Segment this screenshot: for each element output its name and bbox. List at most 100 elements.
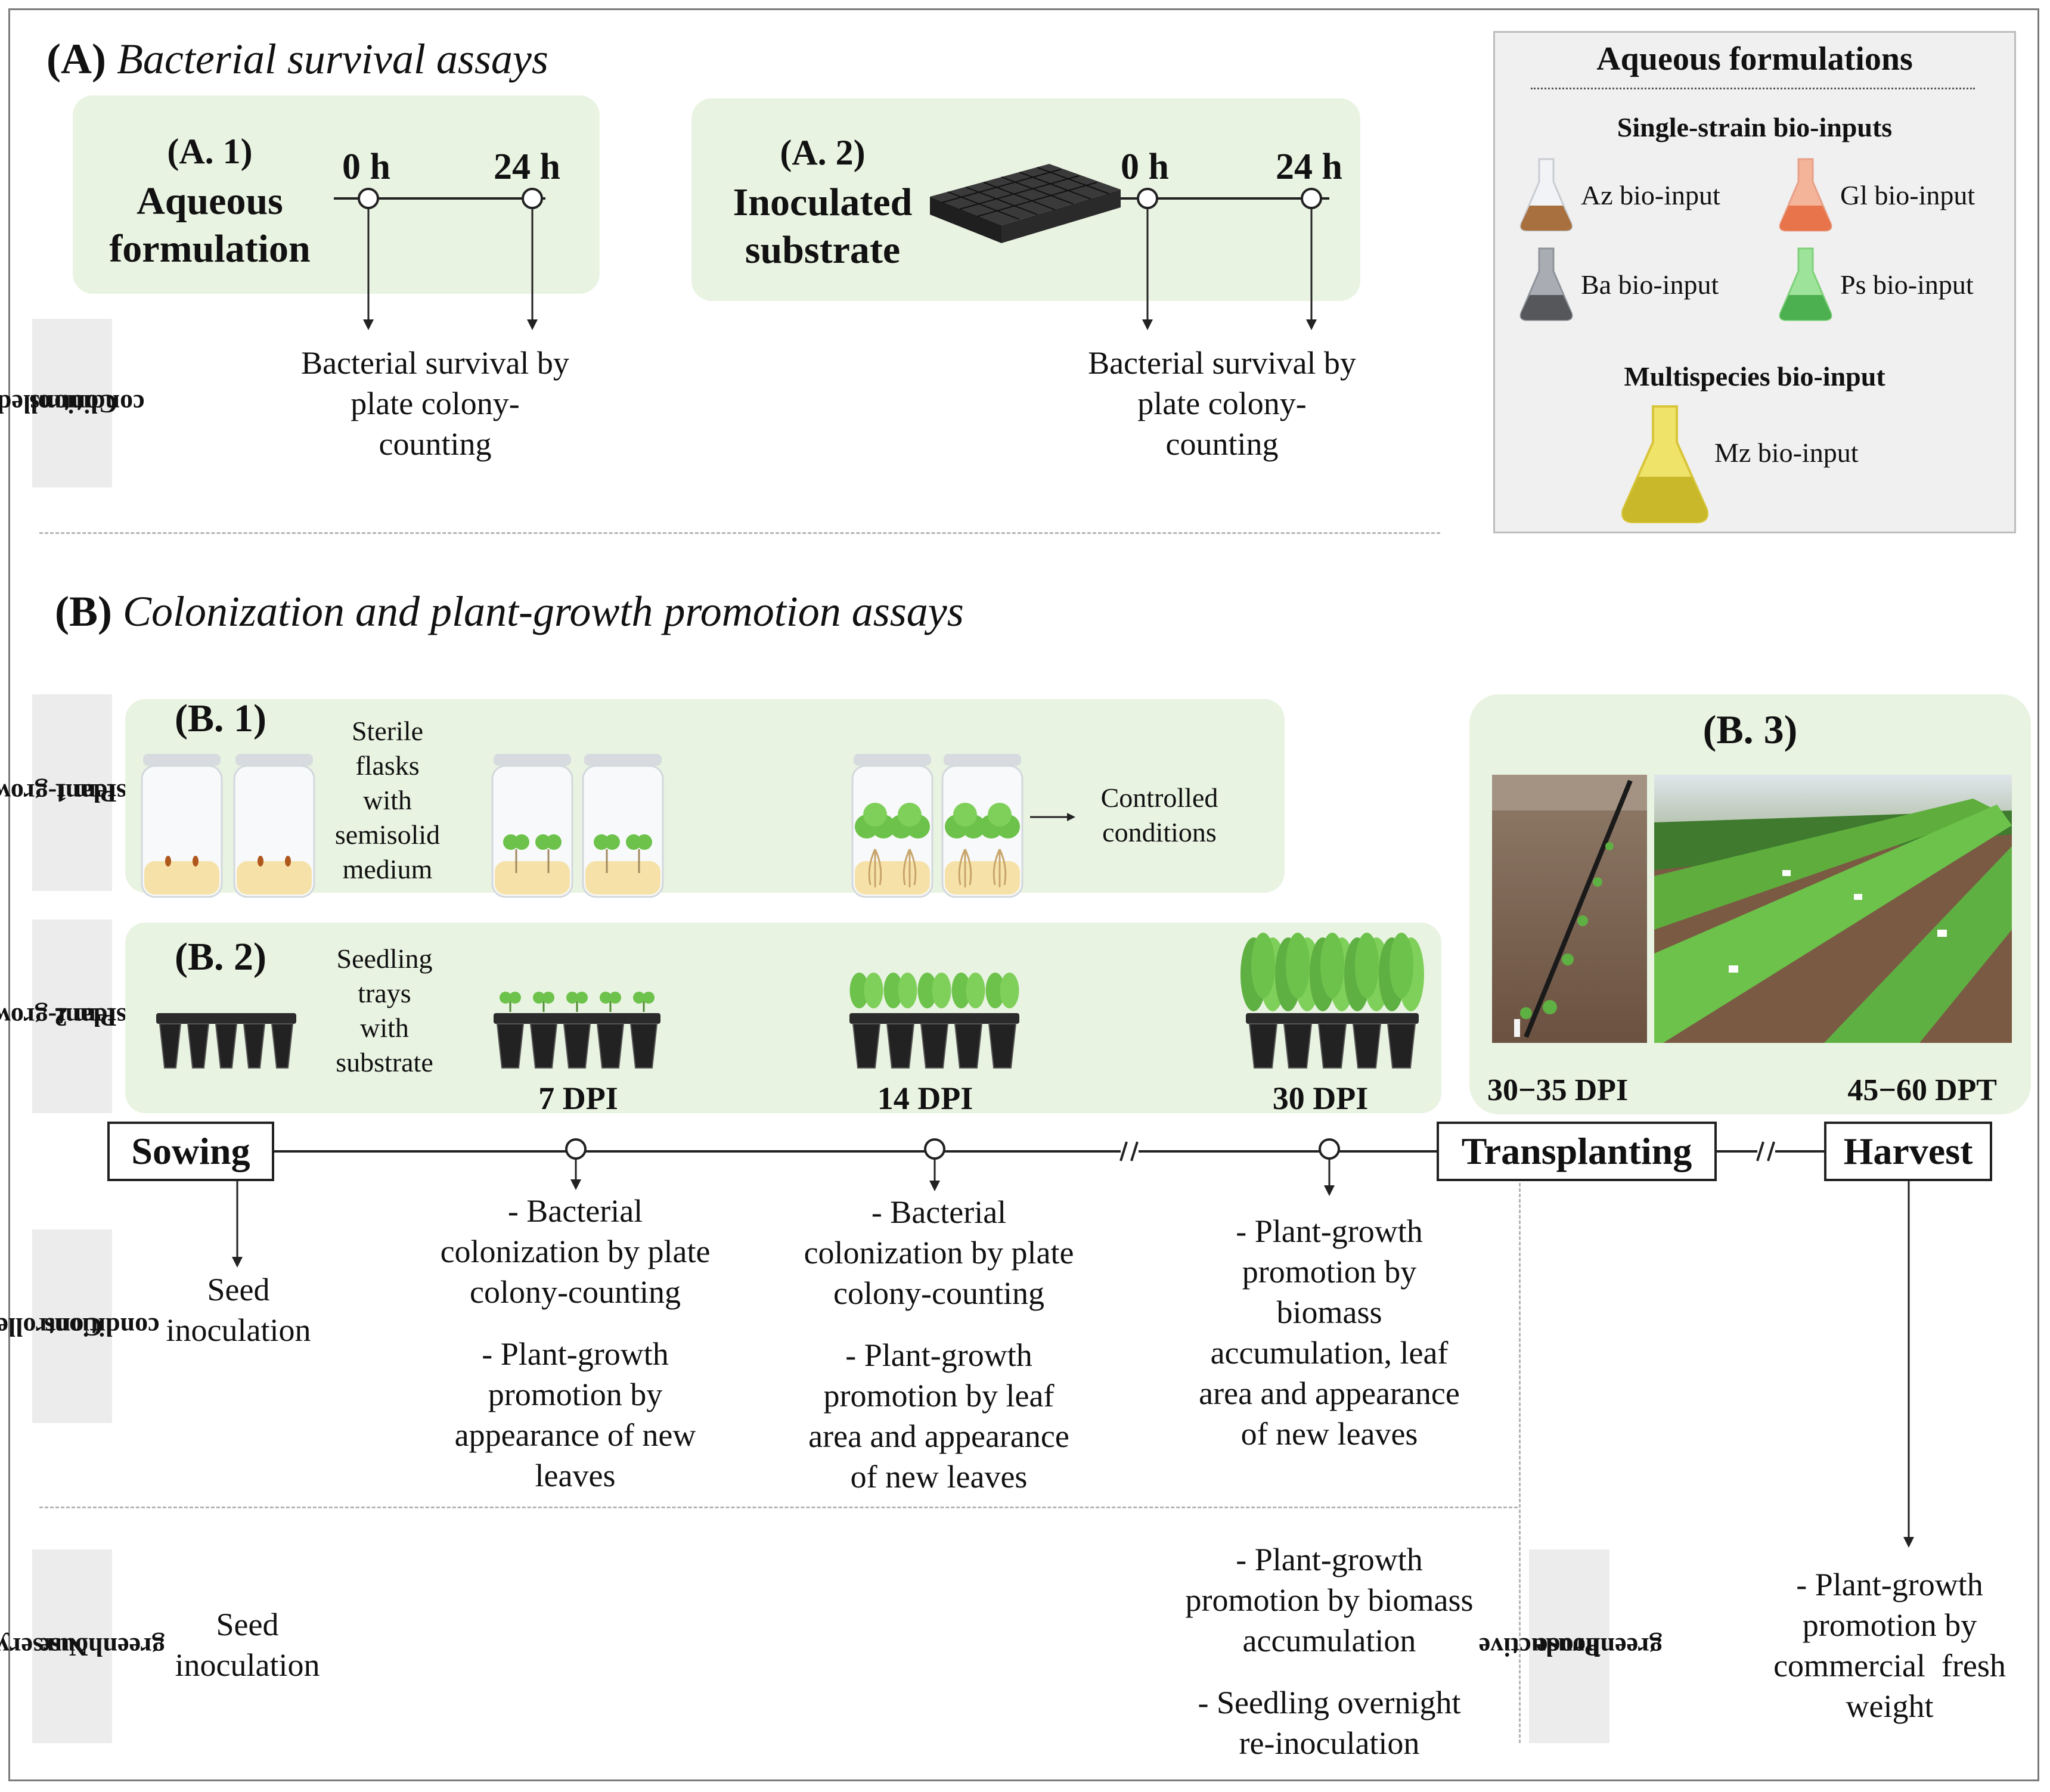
b3-caption-left: 30−35 DPI xyxy=(1487,1073,1629,1107)
b3-label: (B. 3) xyxy=(1702,707,1798,752)
b1-side-label: Plant-growthsystem 1 xyxy=(0,694,150,891)
seedling-tray-icon xyxy=(849,973,1019,1069)
a2-title-line: Inoculated xyxy=(733,181,913,224)
node-30dpi xyxy=(1319,1138,1340,1160)
nursery-30dpi-text: - Plant-growth promotion by biomass accu… xyxy=(1145,1539,1514,1763)
nursery-sowing-line: inoculation xyxy=(175,1647,320,1683)
productive-side-line: greenhouse xyxy=(1536,1632,1663,1661)
b1-arrow-text: Controlled conditions xyxy=(1073,781,1246,850)
nursery-sowing-line: Seed xyxy=(216,1607,279,1642)
controlled-30dpi-line: promotion by xyxy=(1242,1254,1417,1290)
controlled-7dpi-line: colonization by plate xyxy=(440,1234,711,1269)
legend-item-az: Az bio-input xyxy=(1519,158,1720,232)
a1-label: (A. 1) xyxy=(167,132,253,171)
productive-harvest-text: - Plant-growth promotion by commercial f… xyxy=(1741,1564,2039,1726)
a1-outcome-line: counting xyxy=(379,426,492,462)
a1-time-24h: 24 h xyxy=(494,147,560,187)
section-b-heading: Colonization and plant-growth promotion … xyxy=(122,588,964,635)
section-a-heading: Bacterial survival assays xyxy=(116,35,548,83)
jar-icon xyxy=(851,754,933,898)
controlled-30dpi-line: area and appearance xyxy=(1199,1375,1460,1411)
controlled-sowing-line: inoculation xyxy=(166,1312,311,1348)
a1-outcome-line: Bacterial survival by xyxy=(301,345,569,381)
node-7dpi xyxy=(565,1138,587,1160)
controlled-7dpi-line: appearance of new xyxy=(454,1417,696,1453)
divider-controlled-nursery xyxy=(39,1507,1518,1508)
a2-label: (A. 2) xyxy=(780,133,866,172)
section-a-title: (A) Bacterial survival assays xyxy=(46,35,548,84)
legend-item-ba: Ba bio-input xyxy=(1519,247,1719,322)
divider-a-b xyxy=(39,532,1440,534)
legend-divider xyxy=(1531,88,1975,89)
controlled-14dpi-line: colony-counting xyxy=(833,1275,1044,1311)
productive-harvest-line: commercial fresh xyxy=(1773,1648,2006,1684)
section-a-label: (A) xyxy=(46,35,106,83)
controlled-7dpi-line: colony-counting xyxy=(470,1274,681,1310)
productive-harvest-line: promotion by xyxy=(1802,1607,1977,1643)
seedling-tray-icon xyxy=(156,1013,296,1069)
legend-panel: Aqueous formulations Single-strain bio-i… xyxy=(1493,31,2016,533)
controlled-14dpi-line: promotion by leaf xyxy=(823,1378,1055,1414)
a1-title: Aqueous formulation xyxy=(85,178,335,273)
a2-outcome-line: counting xyxy=(1165,426,1279,462)
legend-item-ps: Ps bio-input xyxy=(1778,247,1974,322)
controlled-30dpi-line: biomass xyxy=(1276,1294,1382,1330)
a2-time-0h: 0 h xyxy=(1121,147,1169,187)
node-14dpi xyxy=(924,1138,945,1160)
legend-item-mz: Mz bio-input xyxy=(1620,405,1858,524)
b1-arrow-text-line: Controlled xyxy=(1100,782,1218,813)
controlled-14dpi-line: colonization by plate xyxy=(804,1235,1074,1271)
controlled-sowing-line: Seed xyxy=(207,1272,270,1307)
event-transplanting: Transplanting xyxy=(1437,1122,1717,1181)
controlled-14dpi-line: - Plant-growth xyxy=(845,1337,1032,1373)
b2-desc-line: trays xyxy=(358,978,411,1008)
a1-title-line: Aqueous xyxy=(137,179,283,223)
b1-arrow-head xyxy=(1067,813,1075,821)
a2-title-line: substrate xyxy=(745,228,901,272)
flask-icon-az xyxy=(1519,158,1573,232)
a2-outcome-line: Bacterial survival by xyxy=(1088,345,1356,381)
seedling-tray-icon xyxy=(494,992,660,1069)
legend-multi-title: Multispecies bio-input xyxy=(1624,361,1885,392)
productive-harvest-line: - Plant-growth xyxy=(1796,1567,1983,1602)
b1-description: Sterile flasks with semisolid medium xyxy=(310,714,465,887)
controlled-7dpi-line: leaves xyxy=(535,1458,616,1493)
legend-label-ba: Ba bio-input xyxy=(1581,269,1719,300)
flask-icon-mz xyxy=(1621,405,1708,523)
section-b-label: (B) xyxy=(55,588,112,635)
controlled-sowing-text: Seed inoculation xyxy=(137,1269,340,1350)
controlled-30dpi-line: - Plant-growth xyxy=(1236,1213,1423,1249)
a1-outcome: Bacterial survival by plate colony- coun… xyxy=(262,343,608,464)
a2-title: Inoculated substrate xyxy=(703,179,942,274)
a1-outcome-line: plate colony- xyxy=(351,386,520,421)
nursery-30dpi-line: - Seedling overnight xyxy=(1198,1685,1461,1720)
legend-label-gl: Gl bio-input xyxy=(1840,179,1975,210)
legend-title: Aqueous formulations xyxy=(1596,41,1913,77)
b2-description: Seedling trays with substrate xyxy=(310,942,459,1080)
nursery-sowing-text: Seed inoculation xyxy=(143,1604,352,1685)
divider-transplant-vertical xyxy=(1519,1183,1521,1743)
b2-panel xyxy=(125,923,1441,1113)
a2-outcome-line: plate colony- xyxy=(1137,386,1307,421)
a1-panel xyxy=(73,95,600,294)
controlled-7dpi-text: - Bacterial colonization by plate colony… xyxy=(405,1191,745,1496)
jar-icon xyxy=(233,754,315,898)
nursery-30dpi-line: - Plant-growth xyxy=(1236,1542,1423,1577)
jar-icon xyxy=(941,754,1024,898)
event-sowing: Sowing xyxy=(107,1122,274,1181)
section-b-title: (B) Colonization and plant-growth promot… xyxy=(55,587,964,636)
outer-frame xyxy=(8,8,2039,1781)
legend-label-mz: Mz bio-input xyxy=(1714,437,1859,468)
harvest-field-photo xyxy=(1654,775,2012,1043)
day-label-30dpi: 30 DPI xyxy=(1272,1080,1369,1116)
b1-desc-line: flasks xyxy=(355,750,420,781)
flask-icon-ps xyxy=(1779,247,1832,321)
controlled-7dpi-line: - Plant-growth xyxy=(482,1336,669,1372)
axis-break-1 xyxy=(1119,1141,1139,1161)
a1-time-0h: 0 h xyxy=(342,147,390,187)
b3-caption-right: 45−60 DPT xyxy=(1847,1073,1997,1107)
b1-arrow-text-line: conditions xyxy=(1102,817,1217,847)
